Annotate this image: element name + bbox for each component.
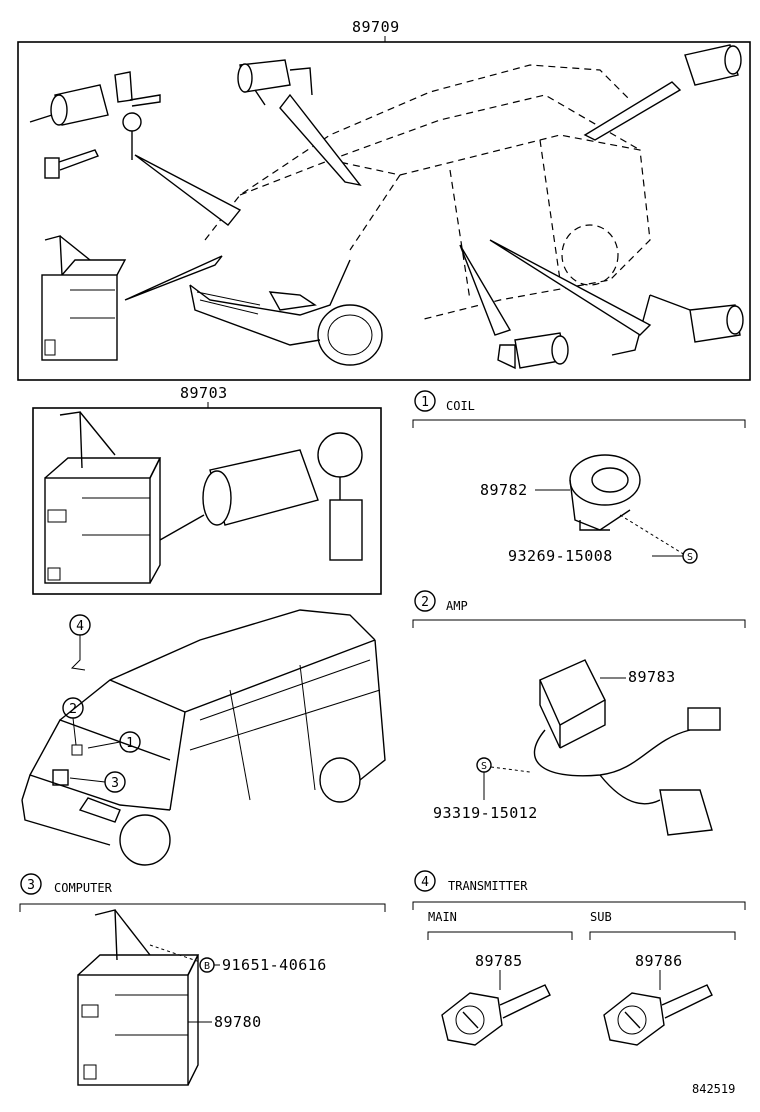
rear-lock-with-rod bbox=[611, 294, 744, 356]
section-1-title: COIL bbox=[446, 399, 475, 413]
section-4-title: TRANSMITTER bbox=[448, 879, 528, 893]
top-assembly-part-number: 89709 bbox=[352, 18, 400, 36]
callout-4: 4 bbox=[76, 619, 84, 634]
callout-1: 1 bbox=[126, 736, 134, 751]
hood-lock-cylinder bbox=[237, 59, 313, 106]
coil-illustration bbox=[569, 454, 641, 531]
back-door-lock-cylinder bbox=[684, 44, 742, 86]
computer-module-mid bbox=[44, 411, 162, 584]
location-arrows bbox=[124, 81, 682, 336]
section-1-number: 1 bbox=[421, 395, 429, 410]
callout-3: 3 bbox=[111, 776, 119, 791]
computer-module-illustration bbox=[77, 909, 200, 1086]
section-2-title: AMP bbox=[446, 599, 468, 613]
section-3-number: 3 bbox=[27, 878, 35, 893]
computer-bolt-mark: B bbox=[204, 961, 210, 972]
computer-part-number: 89780 bbox=[214, 1013, 262, 1031]
transmitter-sub-key bbox=[603, 984, 713, 1046]
mid-assembly-frame bbox=[32, 407, 382, 595]
key-blank-top bbox=[44, 149, 99, 179]
transmitter-main-label: MAIN bbox=[428, 910, 457, 924]
drawing-number: 842519 bbox=[692, 1082, 735, 1096]
door-lock-cylinder-front-left bbox=[29, 71, 161, 160]
van-illustration-top bbox=[189, 64, 651, 366]
transmitter-main-part-number: 89785 bbox=[475, 952, 523, 970]
location-callouts: 4 2 1 3 bbox=[62, 614, 141, 793]
ignition-lock-cylinder-mid bbox=[159, 432, 363, 561]
amp-illustration bbox=[533, 659, 721, 836]
callout-2: 2 bbox=[69, 702, 77, 717]
section-3-title: COMPUTER bbox=[54, 881, 113, 895]
amp-screw-mark: S bbox=[481, 761, 487, 772]
section-2-number: 2 bbox=[421, 595, 429, 610]
transmitter-sub-label: SUB bbox=[590, 910, 612, 924]
transmitter-main-key bbox=[441, 984, 551, 1046]
amp-part-number: 89783 bbox=[628, 668, 676, 686]
mid-assembly-part-number: 89703 bbox=[180, 384, 228, 402]
transmitter-sub-part-number: 89786 bbox=[635, 952, 683, 970]
top-assembly-frame bbox=[17, 41, 751, 381]
computer-module-top bbox=[41, 235, 127, 361]
computer-bolt-part-number: 91651-40616 bbox=[222, 956, 327, 974]
coil-screw-part-number: 93269-15008 bbox=[508, 547, 613, 565]
side-door-lock-cylinder bbox=[497, 332, 569, 370]
coil-screw-mark: S bbox=[687, 552, 693, 563]
amp-screw-part-number: 93319-15012 bbox=[433, 804, 538, 822]
section-4-number: 4 bbox=[421, 875, 429, 890]
van-illustration-location bbox=[21, 609, 386, 866]
coil-part-number: 89782 bbox=[480, 481, 528, 499]
